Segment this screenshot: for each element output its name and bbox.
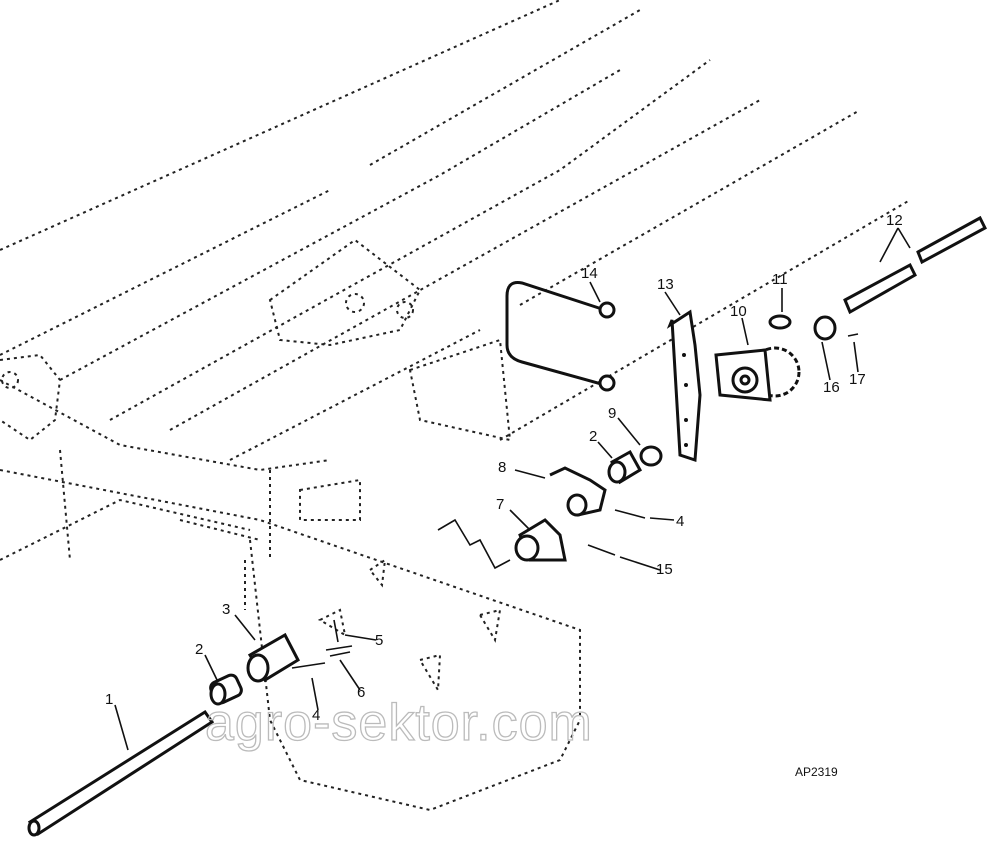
callout-15: 15 — [656, 561, 673, 578]
pin-parts-4-5-6 — [291, 619, 353, 669]
bracket-part-13 — [666, 309, 702, 463]
u-bolt-part-14 — [505, 281, 616, 392]
pins-parts-4-15 — [587, 509, 646, 556]
arm-part-8 — [549, 466, 607, 517]
watermark: agro-sektor.com — [205, 694, 593, 752]
bushing-part-2-upper — [607, 449, 643, 485]
callout-3: 3 — [222, 601, 230, 618]
callout-7: 7 — [496, 496, 504, 513]
callout-16: 16 — [823, 379, 840, 396]
sprocket-bearing-part-10 — [714, 346, 801, 402]
callout-17: 17 — [849, 371, 866, 388]
callout-11: 11 — [772, 271, 788, 288]
drawing-code: AP2319 — [795, 765, 838, 779]
callout-1: 1 — [105, 691, 113, 708]
callout-2-lower: 2 — [195, 641, 203, 658]
collar-part-16 — [813, 315, 837, 341]
callout-4-lower: 4 — [312, 707, 320, 724]
callout-4-upper: 4 — [676, 513, 684, 530]
pin-part-17 — [847, 333, 859, 337]
leader-lines — [114, 227, 911, 751]
callout-8: 8 — [498, 459, 506, 476]
frame-outline — [0, 0, 911, 812]
nut-part-11 — [768, 314, 792, 330]
callout-14: 14 — [581, 265, 598, 282]
callout-10: 10 — [730, 303, 747, 320]
callout-13: 13 — [657, 276, 674, 293]
shaft-part-12 — [843, 215, 987, 315]
callout-2-upper: 2 — [589, 428, 597, 445]
coupler-part-3 — [246, 632, 300, 683]
callouts: 1 2 3 4 5 6 2 7 8 9 4 15 10 11 12 13 14 … — [105, 212, 903, 779]
callout-5: 5 — [375, 632, 383, 649]
shaft-part-1 — [27, 709, 215, 837]
callout-12: 12 — [886, 212, 903, 229]
coupler-part-7 — [514, 518, 567, 562]
washer-part-9 — [639, 445, 663, 467]
bushing-part-2-lower — [209, 673, 243, 706]
callout-9: 9 — [608, 405, 616, 422]
callout-6: 6 — [357, 684, 365, 701]
